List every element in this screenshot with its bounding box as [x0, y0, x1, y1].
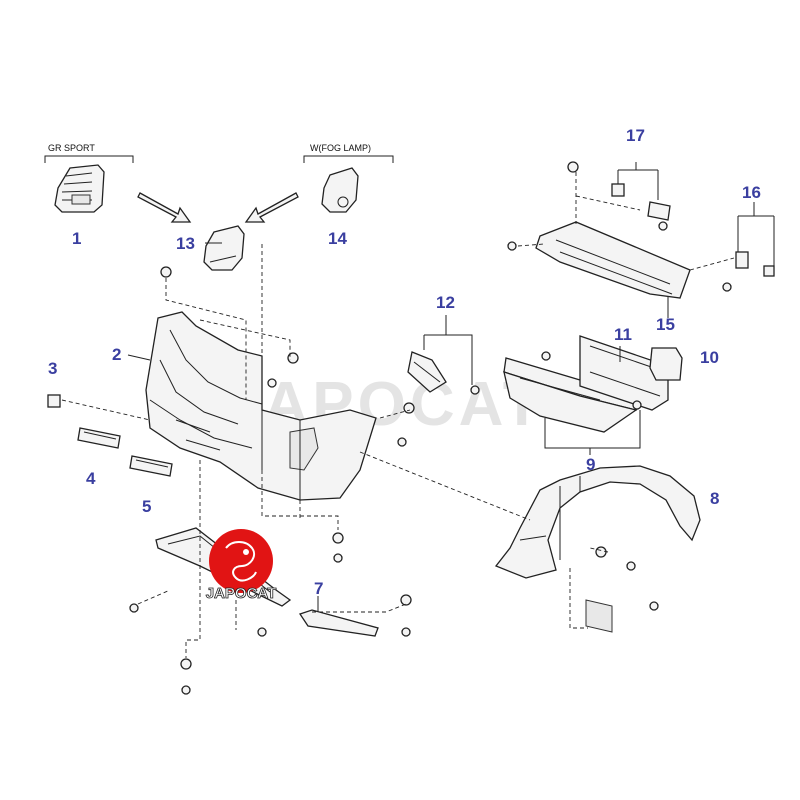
part-17-brackets [611, 183, 671, 221]
leader-lines [137, 172, 735, 658]
callout-17: 17 [626, 126, 645, 145]
logo-red-disk [209, 529, 273, 593]
arrow-left [137, 192, 192, 223]
callout-3: 3 [48, 359, 57, 378]
callout-5: 5 [142, 497, 151, 516]
callout-2: 2 [112, 345, 121, 364]
callout-15: 15 [656, 315, 675, 334]
header-fog-lamp-text: W(FOG LAMP) [310, 143, 371, 153]
callout-4: 4 [86, 469, 96, 488]
header-fog-lamp: W(FOG LAMP) [303, 143, 394, 163]
callout-10: 10 [700, 348, 719, 367]
part-7-spoiler-strip [298, 609, 379, 637]
callout-13: 13 [176, 234, 195, 253]
callout-9: 9 [586, 455, 595, 474]
callout-11: 11 [614, 325, 632, 344]
fasteners [129, 161, 732, 695]
header-gr-sport-text: GR SPORT [48, 143, 95, 153]
japocat-logo: JAPOCAT [205, 529, 277, 602]
header-gr-sport: GR SPORT [44, 143, 134, 163]
callout-14: 14 [328, 229, 347, 248]
callout-7: 7 [314, 579, 323, 598]
part-1-gr-sport-cover [54, 164, 105, 213]
part-3-clip [47, 394, 151, 421]
part-8-fender-liner [494, 465, 701, 633]
part-14-fog-lamp-cover [321, 167, 359, 213]
part-9-reinforcement [503, 357, 641, 433]
part-2-bumper-cover [145, 311, 377, 501]
callout-12: 12 [436, 293, 455, 312]
part-10-bracket [649, 347, 683, 381]
part-12-bracket [407, 351, 447, 393]
part-16-brackets [735, 251, 775, 277]
callout-8: 8 [710, 489, 719, 508]
part-4-reflector [77, 427, 121, 449]
part-5-reflector [129, 455, 173, 477]
callout-1: 1 [72, 229, 81, 248]
logo-text: JAPOCAT [206, 585, 277, 602]
callout-16: 16 [742, 183, 761, 202]
callout-labels: 1 2 3 4 5 7 8 9 10 11 12 13 14 15 16 17 [48, 126, 761, 598]
arrow-right [244, 192, 299, 223]
part-15-upper-support [535, 221, 691, 299]
part-13-fog-cover [203, 225, 245, 271]
callout-leaders [127, 162, 775, 612]
